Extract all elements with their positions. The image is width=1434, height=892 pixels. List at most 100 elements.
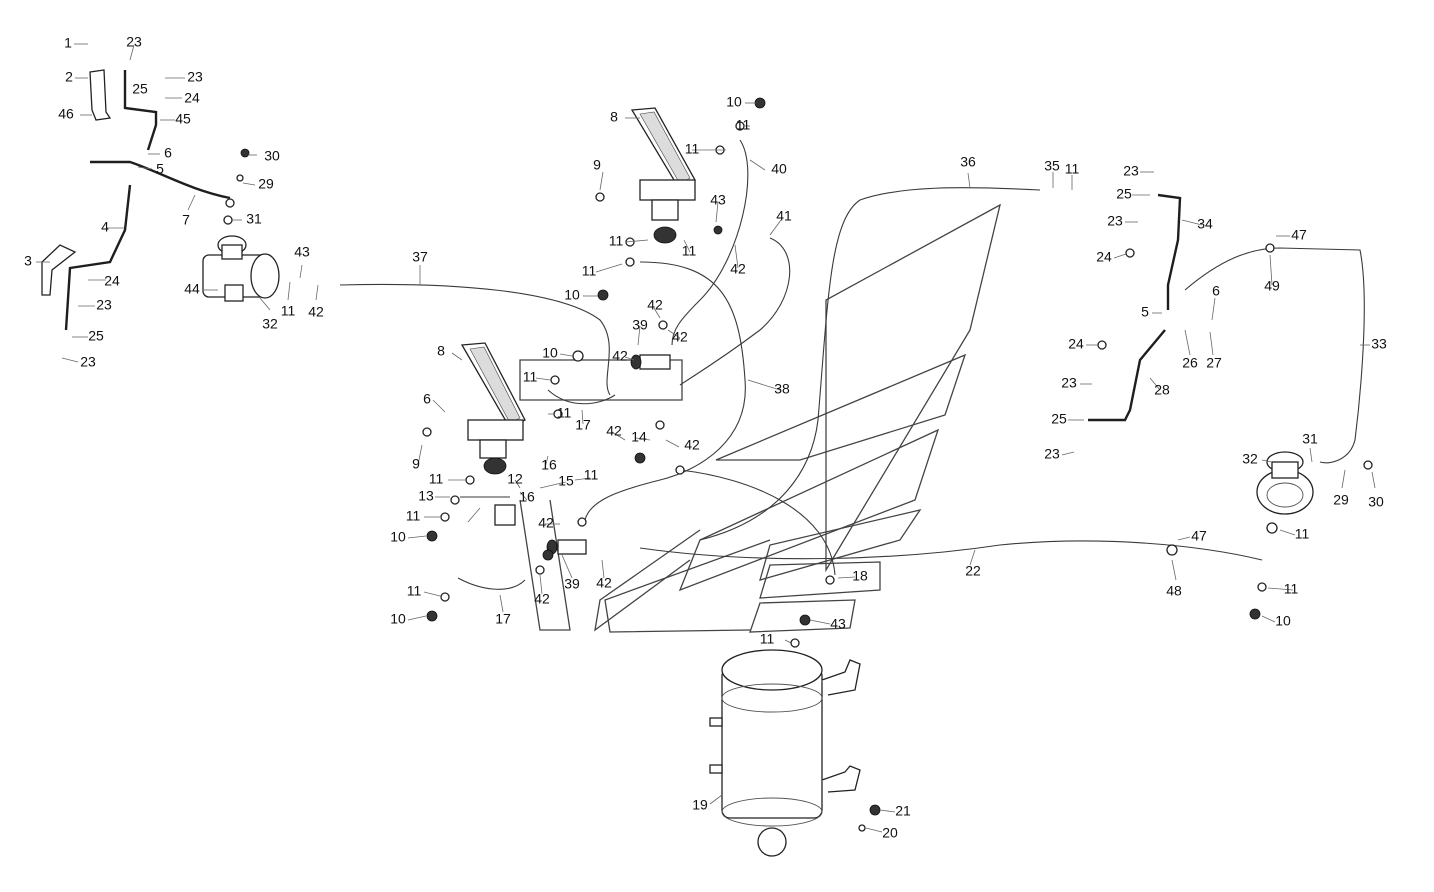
callout-22: 22 — [965, 563, 981, 579]
callout-21: 21 — [895, 803, 911, 819]
callout-11: 11 — [582, 263, 597, 279]
callout-25: 25 — [88, 328, 104, 344]
callout-34: 34 — [1197, 216, 1213, 232]
callout-24: 24 — [184, 90, 200, 106]
hose-33 — [1184, 247, 1365, 464]
callout-5: 5 — [1141, 304, 1149, 320]
callout-42: 42 — [672, 329, 688, 345]
callout-37: 37 — [412, 249, 428, 265]
callout-42: 42 — [730, 261, 746, 277]
callout-7: 7 — [182, 212, 190, 228]
callout-45: 45 — [175, 111, 191, 127]
callout-24: 24 — [104, 273, 120, 289]
callout-11: 11 — [429, 471, 444, 487]
callout-10: 10 — [542, 345, 558, 361]
brake-pedal-upper — [630, 107, 696, 244]
callout-8: 8 — [610, 109, 618, 125]
callout-6: 6 — [423, 391, 431, 407]
fittings — [223, 97, 1373, 832]
callout-42: 42 — [308, 304, 324, 320]
callout-18: 18 — [852, 568, 868, 584]
valve-39-lower — [546, 539, 587, 555]
callout-44: 44 — [184, 281, 200, 297]
hose-22 — [639, 540, 1263, 561]
callout-11: 11 — [557, 405, 572, 421]
callout-11: 11 — [609, 233, 624, 249]
hose-40 — [671, 139, 749, 346]
callout-28: 28 — [1154, 382, 1170, 398]
callout-42: 42 — [606, 423, 622, 439]
callout-43: 43 — [830, 616, 846, 632]
callout-30: 30 — [264, 148, 280, 164]
callout-17: 17 — [575, 417, 591, 433]
callout-47: 47 — [1291, 227, 1307, 243]
callout-23: 23 — [80, 354, 96, 370]
callout-2: 2 — [65, 69, 73, 85]
callout-10: 10 — [390, 529, 406, 545]
callout-42: 42 — [596, 575, 612, 591]
hose-17-lower — [457, 577, 526, 590]
callout-31: 31 — [1302, 431, 1318, 447]
callout-23: 23 — [1061, 375, 1077, 391]
callout-42: 42 — [534, 591, 550, 607]
callout-23: 23 — [126, 34, 142, 50]
callout-11: 11 — [1065, 161, 1080, 177]
callout-10: 10 — [726, 94, 742, 110]
callout-49: 49 — [1264, 278, 1280, 294]
callout-11: 11 — [406, 508, 421, 524]
callout-9: 9 — [593, 157, 601, 173]
callout-8: 8 — [437, 343, 445, 359]
callout-26: 26 — [1182, 355, 1198, 371]
callout-6: 6 — [1212, 283, 1220, 299]
callout-41: 41 — [776, 208, 792, 224]
clutch-master-cylinder-left — [202, 235, 280, 302]
pipe-4 — [64, 184, 132, 331]
hose-41 — [679, 237, 791, 386]
callout-9: 9 — [412, 456, 420, 472]
callout-17: 17 — [495, 611, 511, 627]
callout-16: 16 — [519, 489, 535, 505]
callout-14: 14 — [631, 429, 647, 445]
callout-11: 11 — [281, 303, 296, 319]
callout-24: 24 — [1068, 336, 1084, 352]
callout-40: 40 — [771, 161, 787, 177]
air-tank — [709, 649, 861, 857]
callout-23: 23 — [1044, 446, 1060, 462]
callout-48: 48 — [1166, 583, 1182, 599]
callout-27: 27 — [1206, 355, 1222, 371]
callout-35: 35 — [1044, 158, 1060, 174]
callout-30: 30 — [1368, 494, 1384, 510]
cab-floor-outline — [519, 203, 1001, 633]
hose-38 — [584, 261, 746, 521]
brake-pedal-lower — [460, 342, 526, 475]
callout-16: 16 — [541, 457, 557, 473]
callout-42: 42 — [647, 297, 663, 313]
callout-11: 11 — [760, 631, 775, 647]
callout-10: 10 — [390, 611, 406, 627]
callout-23: 23 — [1107, 213, 1123, 229]
hose-36 — [699, 187, 1041, 541]
callout-23: 23 — [187, 69, 203, 85]
callout-23: 23 — [1123, 163, 1139, 179]
callout-24: 24 — [1096, 249, 1112, 265]
pipe-45 — [123, 70, 158, 151]
callout-36: 36 — [960, 154, 976, 170]
callout-11: 11 — [682, 243, 697, 259]
callout-11: 11 — [523, 369, 538, 385]
callout-15: 15 — [558, 473, 574, 489]
callout-47: 47 — [1191, 528, 1207, 544]
bracket-46 — [89, 69, 112, 121]
callout-42: 42 — [612, 348, 628, 364]
callout-25: 25 — [132, 81, 148, 97]
callout-29: 29 — [258, 176, 274, 192]
callout-25: 25 — [1051, 411, 1067, 427]
callout-1: 1 — [64, 35, 72, 51]
pipe-34 — [1157, 193, 1182, 310]
hose-18 — [679, 469, 836, 576]
callout-31: 31 — [246, 211, 262, 227]
callout-10: 10 — [564, 287, 580, 303]
callout-46: 46 — [58, 106, 74, 122]
callout-12: 12 — [507, 471, 523, 487]
